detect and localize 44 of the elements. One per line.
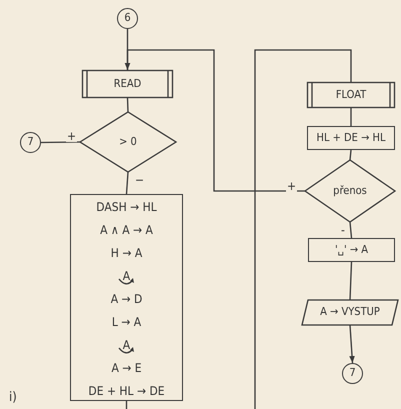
io-parallelogram (302, 300, 398, 325)
process-box (70, 194, 183, 401)
step-text: A → VYSTUP (320, 306, 380, 319)
connector-line (254, 49, 352, 409)
connector-number: 7 (27, 136, 34, 149)
figure-label: i) (8, 391, 18, 404)
connector-number: 6 (124, 12, 131, 25)
statement-text: H → A (110, 246, 142, 260)
connector-line (126, 98, 129, 112)
statement-text: A ∧ A → A (100, 224, 153, 238)
step-text: přenos (333, 184, 367, 198)
statement-text: DASH → HL (96, 201, 157, 214)
connector-line (349, 150, 352, 160)
connector-line (126, 401, 128, 409)
connector-circle (342, 363, 363, 384)
step-text: > 0 (119, 136, 137, 148)
connector-circle (20, 132, 41, 153)
connector-circle (117, 8, 138, 29)
connector-line (41, 141, 80, 144)
edge-label: + (286, 180, 298, 192)
arrow (124, 49, 305, 192)
statement-text: A (122, 338, 130, 352)
edge-label: + (66, 130, 78, 142)
connector-line (126, 172, 129, 194)
step-text: READ (114, 78, 142, 90)
arrow (349, 324, 355, 364)
process-box (308, 238, 395, 262)
connector-line (349, 262, 352, 300)
statement-text: DE + HL → DE (88, 384, 165, 398)
step-text: HL + DE → HL (316, 132, 386, 144)
statement-text: A → D (110, 292, 142, 306)
subroutine-box (307, 82, 395, 108)
statement-text: A (122, 270, 130, 284)
connector-number: 7 (349, 367, 356, 380)
statement-text: L → A (112, 316, 142, 330)
process-box (307, 126, 395, 150)
connector-line (349, 222, 352, 238)
decision-diamond (80, 112, 176, 172)
subroutine-box (82, 70, 173, 98)
step-text: '␣' → A (334, 244, 368, 256)
statement-text: A → E (111, 362, 142, 375)
connector-line (350, 108, 352, 126)
decision-diamond (305, 160, 395, 222)
step-text: FLOAT (336, 88, 366, 102)
